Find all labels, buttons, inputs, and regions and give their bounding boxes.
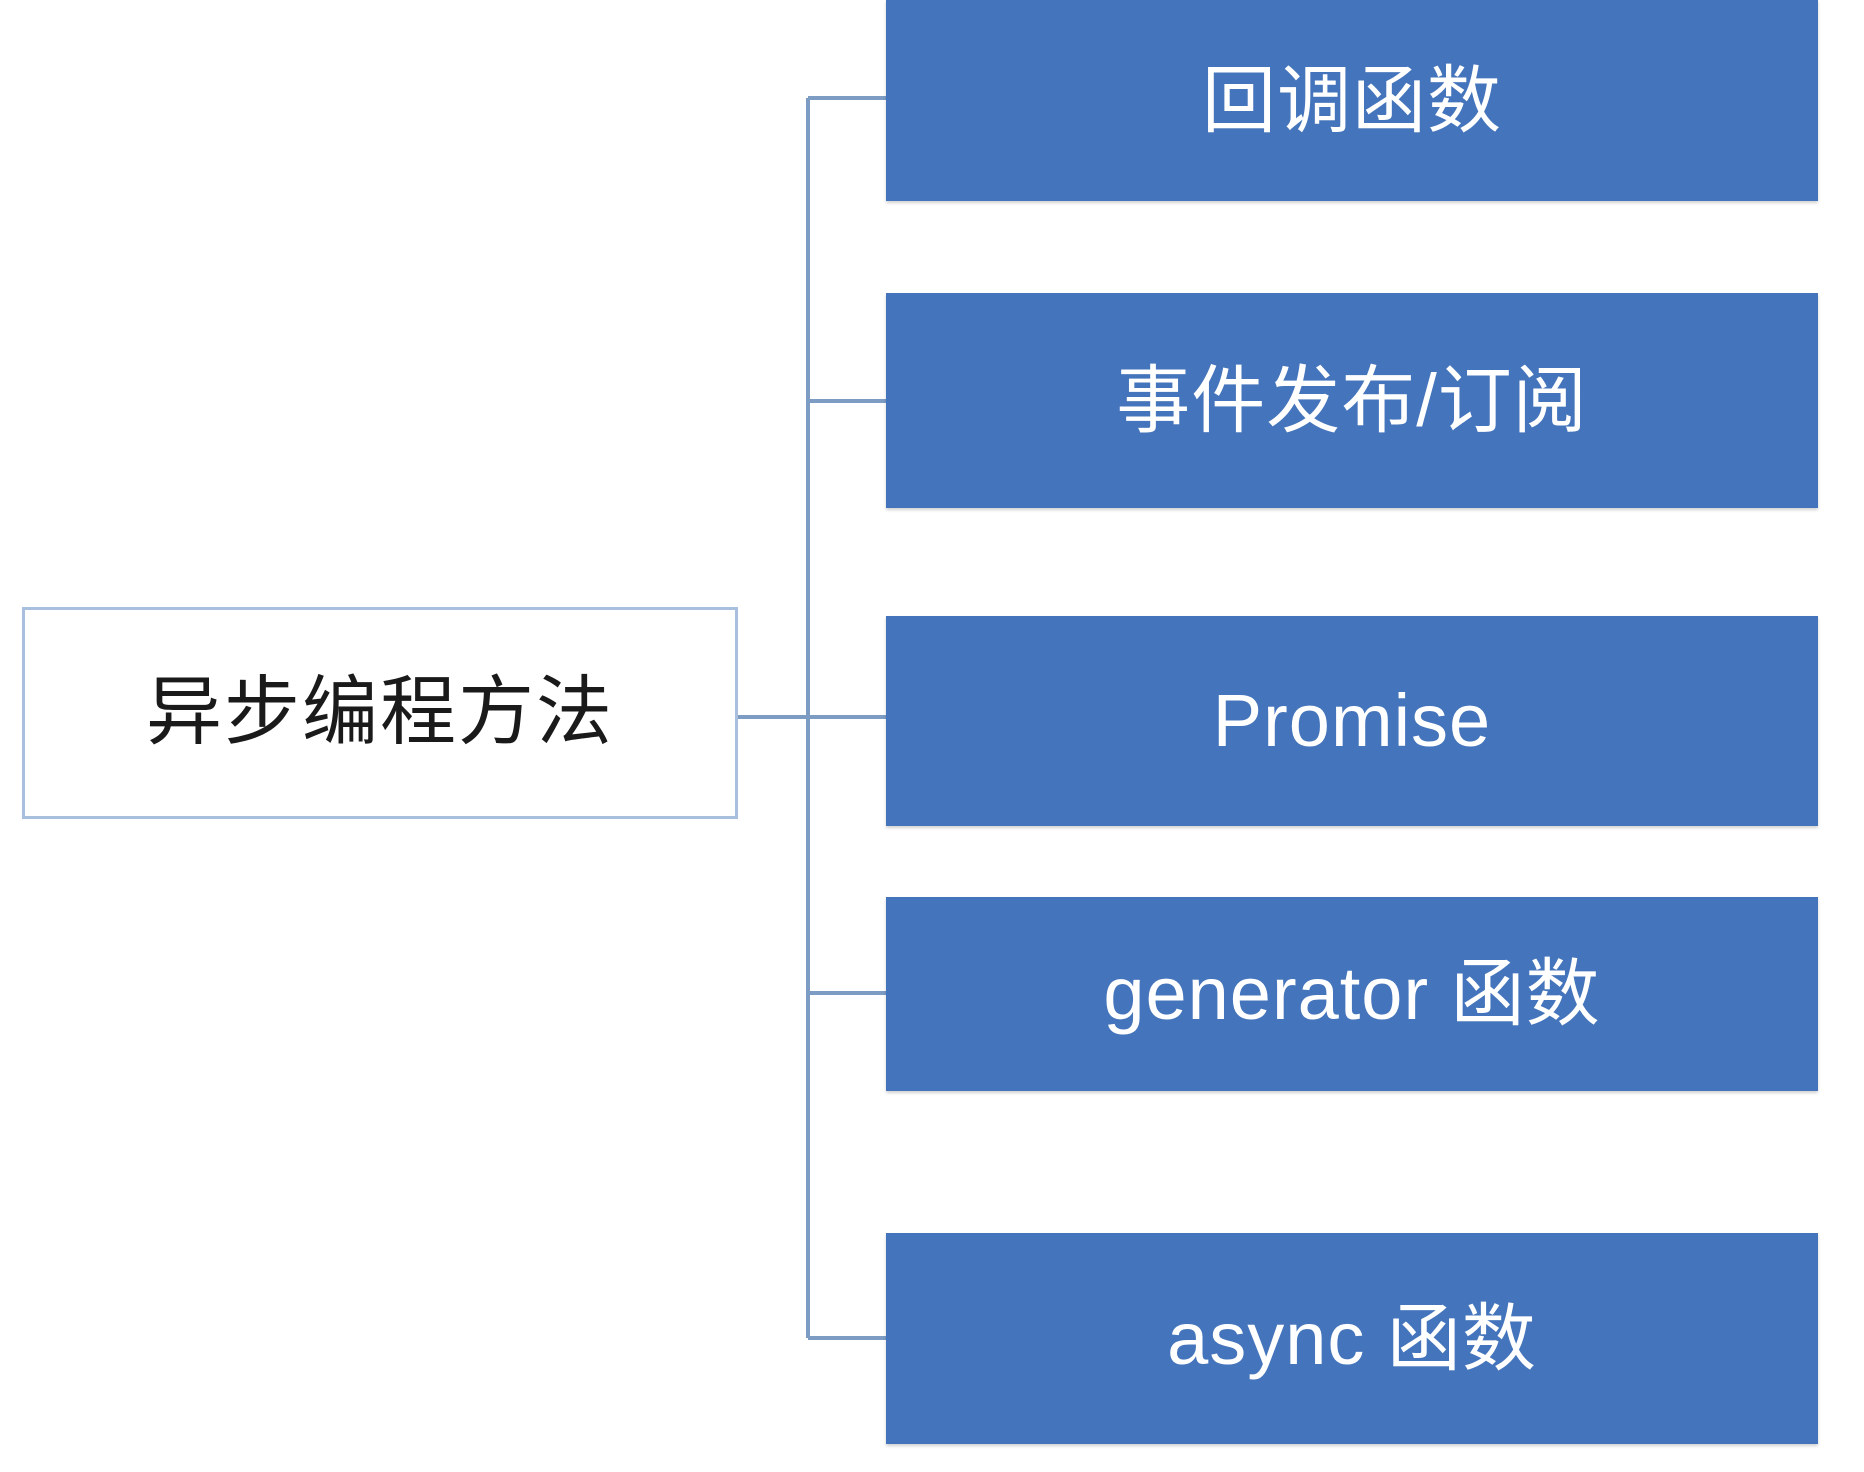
leaf-node-async[interactable]: async 函数	[886, 1233, 1818, 1444]
leaf-node-callback[interactable]: 回调函数	[886, 0, 1818, 201]
leaf-node-label: 事件发布/订阅	[1116, 358, 1588, 442]
leaf-node-label: async 函数	[1167, 1296, 1537, 1380]
leaf-node-promise[interactable]: Promise	[886, 616, 1818, 826]
root-node[interactable]: 异步编程方法	[22, 607, 738, 819]
leaf-node-label: Promise	[1212, 679, 1492, 763]
root-node-label: 异步编程方法	[146, 670, 614, 755]
leaf-node-label: generator 函数	[1103, 952, 1601, 1036]
leaf-node-event-pubsub[interactable]: 事件发布/订阅	[886, 293, 1818, 508]
leaf-node-label: 回调函数	[1202, 58, 1502, 142]
leaf-node-generator[interactable]: generator 函数	[886, 897, 1818, 1091]
